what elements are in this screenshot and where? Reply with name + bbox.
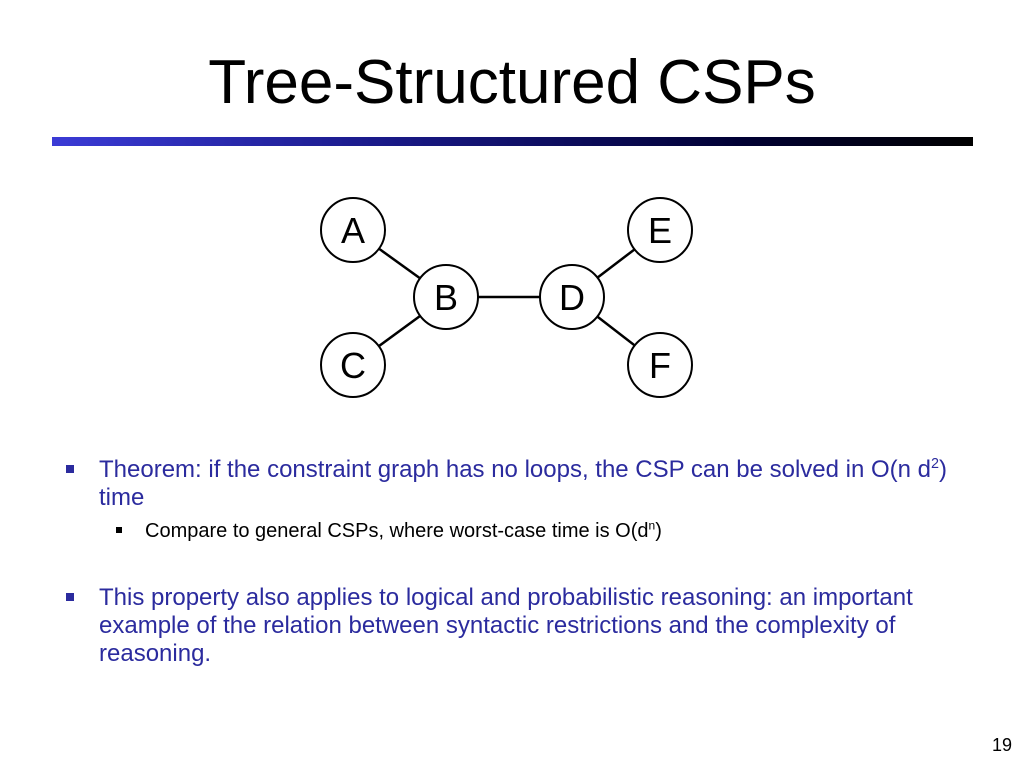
bullet-theorem: Theorem: if the constraint graph has no … xyxy=(64,456,974,512)
node-circle xyxy=(627,332,693,398)
node-circle xyxy=(539,264,605,330)
compare-exponent: n xyxy=(648,518,656,533)
node-f: F xyxy=(627,332,693,398)
property-text: This property also applies to logical an… xyxy=(99,584,913,667)
page-number: 19 xyxy=(991,735,1012,755)
compare-text: Compare to general CSPs, where worst-cas… xyxy=(145,520,649,542)
sub-bullet-compare: Compare to general CSPs, where worst-cas… xyxy=(64,518,974,544)
node-circle xyxy=(627,197,693,263)
node-e: E xyxy=(627,197,693,263)
node-circle xyxy=(320,332,386,398)
node-label: C xyxy=(340,345,366,386)
node-a: A xyxy=(320,197,386,263)
constraint-graph: A B C D E F xyxy=(320,197,693,398)
sub-bullet-square-icon xyxy=(116,527,122,533)
node-label: A xyxy=(341,210,365,251)
theorem-text-end: ) time xyxy=(99,456,948,511)
node-circle xyxy=(320,197,386,263)
bullet-property: This property also applies to logical an… xyxy=(64,584,974,668)
title-divider xyxy=(52,137,973,146)
theorem-text: Theorem: if the constraint graph has no … xyxy=(99,456,932,483)
theorem-exponent: 2 xyxy=(931,456,940,472)
node-circle xyxy=(413,264,479,330)
slide-title: Tree-Structured CSPs xyxy=(208,48,816,117)
node-b: B xyxy=(413,264,479,330)
node-label: D xyxy=(559,277,585,318)
node-d: D xyxy=(539,264,605,330)
bullet-list: Theorem: if the constraint graph has no … xyxy=(64,456,974,668)
compare-text-end: ) xyxy=(655,520,662,542)
bullet-square-icon xyxy=(66,465,74,473)
node-label: B xyxy=(434,277,458,318)
node-label: E xyxy=(648,210,672,251)
node-label: F xyxy=(649,345,671,386)
bullet-square-icon xyxy=(66,593,74,601)
node-c: C xyxy=(320,332,386,398)
